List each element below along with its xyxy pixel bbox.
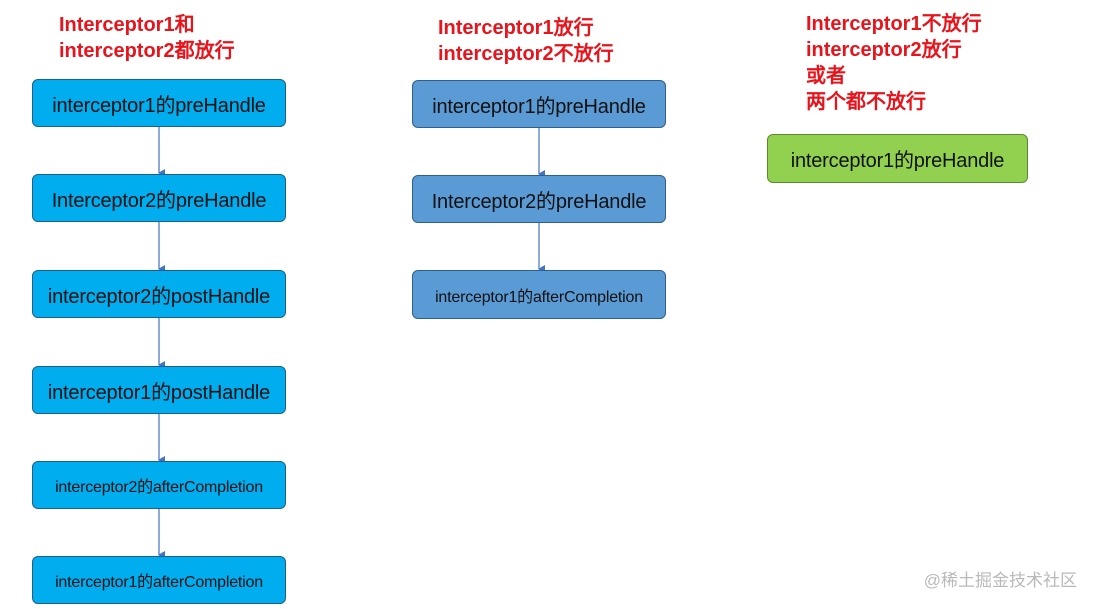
column2-title-line1: Interceptor1放行 (438, 17, 594, 39)
col3-step-1: interceptor1的preHandle (767, 134, 1028, 183)
col3-step-1-label: interceptor1的preHandle (790, 150, 1005, 172)
col1-step-1: interceptor1的preHandle (32, 79, 286, 127)
col1-step-3-label: interceptor2的postHandle (47, 285, 271, 308)
column3-title-line4: 两个都不放行 (806, 91, 926, 113)
column3-title: Interceptor1不放行 interceptor2放行 或者 两个都不放行 (806, 11, 982, 115)
col1-step-6-label: interceptor1的afterCompletion (55, 574, 263, 591)
col1-step-5: interceptor2的afterCompletion (32, 461, 286, 509)
col1-step-3: interceptor2的postHandle (32, 270, 286, 318)
column1-title-line1: Interceptor1和 (59, 14, 195, 36)
watermark: @稀土掘金技术社区 (923, 571, 1077, 590)
column3-title-line1: Interceptor1不放行 (806, 13, 982, 35)
col2-step-2-label: Interceptor2的preHandle (431, 190, 647, 213)
col2-step-3-label: interceptor1的afterCompletion (435, 288, 643, 306)
col2-step-1: interceptor1的preHandle (412, 80, 666, 128)
col1-step-4: interceptor1的postHandle (32, 366, 286, 414)
col1-step-2: Interceptor2的preHandle (32, 174, 286, 222)
col1-step-5-label: interceptor2的afterCompletion (55, 479, 263, 496)
col1-step-4-label: interceptor1的postHandle (47, 381, 271, 404)
column1-title-line2: interceptor2都放行 (59, 40, 235, 62)
column1-title: Interceptor1和 interceptor2都放行 (59, 12, 235, 64)
col1-step-2-label: Interceptor2的preHandle (51, 189, 267, 212)
col2-step-2: Interceptor2的preHandle (412, 175, 666, 223)
col2-step-1-label: interceptor1的preHandle (432, 95, 646, 118)
column2-title: Interceptor1放行 interceptor2不放行 (438, 15, 614, 67)
col1-step-1-label: interceptor1的preHandle (52, 94, 266, 117)
column2-title-line2: interceptor2不放行 (438, 43, 614, 65)
column3-title-line3: 或者 (806, 65, 846, 87)
column3-title-line2: interceptor2放行 (806, 39, 962, 61)
col2-step-3: interceptor1的afterCompletion (412, 270, 666, 319)
col1-step-6: interceptor1的afterCompletion (32, 556, 286, 604)
